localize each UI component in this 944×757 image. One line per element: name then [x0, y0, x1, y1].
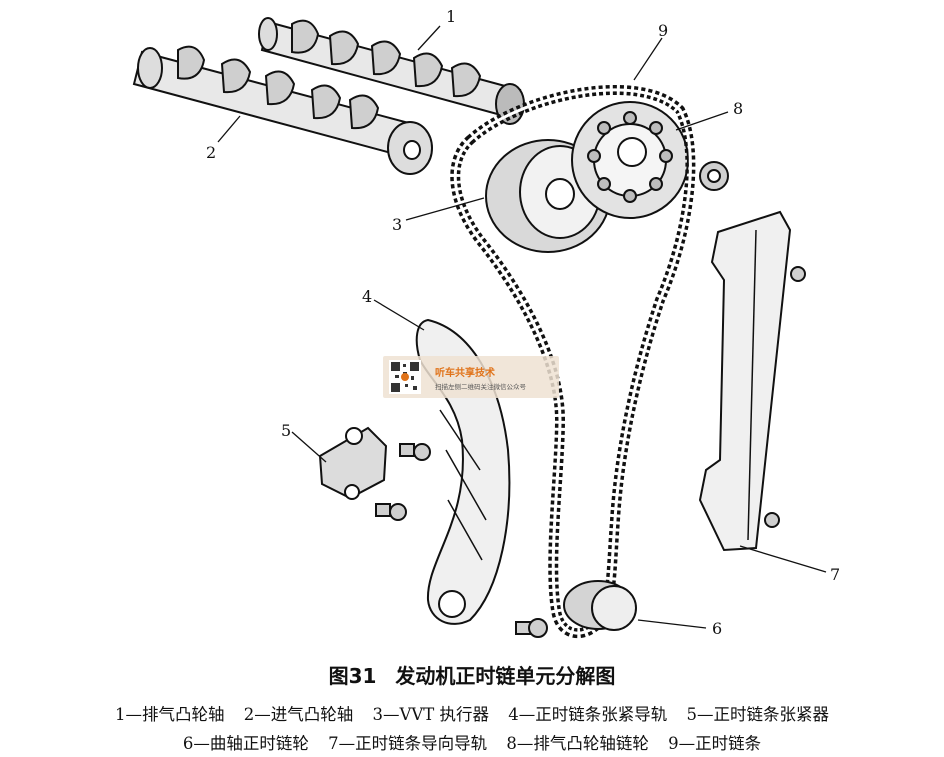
callout-6: 6: [712, 619, 722, 638]
callout-8: 8: [733, 99, 743, 118]
legend-row-1: 1—排气凸轮轴 2—进气凸轮轴 3—VVT 执行器 4—正时链条张紧导轨 5—正…: [0, 701, 944, 725]
exhaust-camshaft-sprocket: [571, 101, 689, 219]
callout-4: 4: [362, 287, 372, 306]
legend-item-4: 4—正时链条张紧导轨: [508, 705, 668, 724]
legend-row-2: 6—曲轴正时链轮 7—正时链条导向导轨 8—排气凸轮轴链轮 9—正时链条: [0, 730, 944, 754]
figure-caption: 图31 发动机正时链单元分解图: [0, 660, 944, 689]
legend-item-7: 7—正时链条导向导轨: [328, 734, 488, 753]
chain-tensioner: [318, 426, 388, 500]
legend-item-6: 6—曲轴正时链轮: [182, 734, 309, 753]
callout-7: 7: [830, 565, 840, 584]
timing-chain-exploded-diagram: 1 2 3 4 5 6 7 8 9: [132, 7, 840, 639]
legend-item-2: 2—进气凸轮轴: [243, 705, 354, 724]
legend-item-5: 5—正时链条张紧器: [686, 705, 830, 724]
chain-guide-rail: [698, 210, 792, 552]
callout-3: 3: [392, 215, 402, 234]
crankshaft-timing-sprocket: [563, 580, 637, 631]
exhaust-camshaft: [258, 17, 525, 125]
figure-number: 图31: [328, 664, 377, 688]
legend-item-3: 3—VVT 执行器: [372, 705, 490, 724]
figure-title: 发动机正时链单元分解图: [395, 664, 616, 688]
callout-2: 2: [206, 143, 216, 162]
leader-lines: [217, 25, 827, 629]
watermark-name: 听车共享技术: [435, 368, 495, 379]
callout-9: 9: [658, 21, 668, 40]
callout-1: 1: [446, 7, 456, 26]
intake-camshaft: [132, 45, 433, 175]
watermark-banner: 听车共享技术 扫描左侧二维码关注微信公众号: [383, 356, 559, 398]
legend-item-1: 1—排气凸轮轴: [114, 705, 225, 724]
legend-item-8: 8—排气凸轮轴链轮: [506, 734, 649, 753]
bolts: [375, 161, 806, 638]
callout-5: 5: [281, 421, 291, 440]
legend-item-9: 9—正时链条: [668, 734, 762, 753]
watermark-subtitle: 扫描左侧二维码关注微信公众号: [435, 383, 526, 391]
qr-code-icon: [389, 360, 421, 394]
